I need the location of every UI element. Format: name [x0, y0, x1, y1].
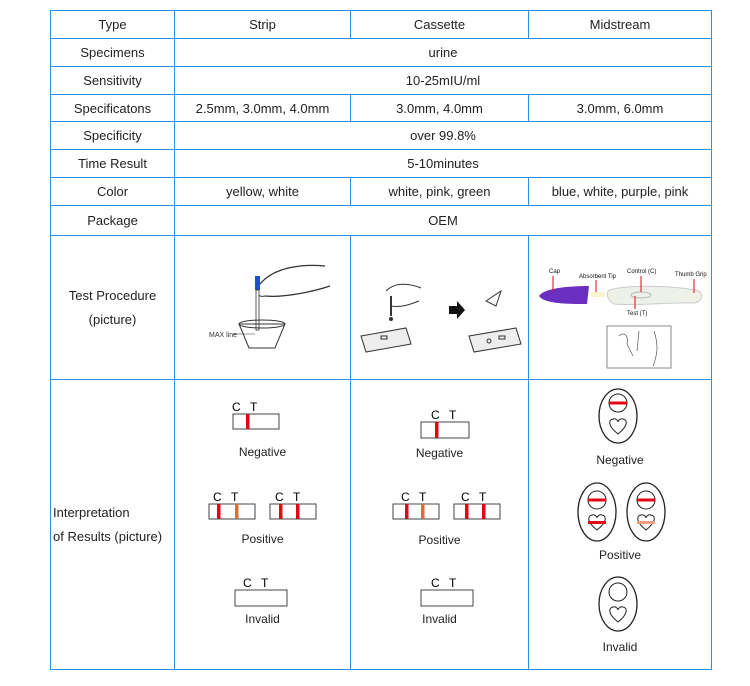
row-label: Specificatons [50, 94, 175, 122]
table-row-test-procedure: Test Procedure (picture) MAX line Cap Ab… [50, 235, 712, 380]
cell-midstream: blue, white, purple, pink [528, 177, 712, 206]
midstream-result-diagrams [577, 387, 666, 632]
negative-label: Negative [238, 444, 287, 459]
row-label: Time Result [50, 149, 175, 178]
invalid-label: Invalid [602, 639, 638, 654]
row-label: Package [50, 205, 175, 236]
header-midstream: Midstream [528, 10, 712, 39]
max-line-label: MAX line [209, 332, 237, 339]
midstream-device-illustration: Cap Absorbent Tip Control (C) Thumb Grip… [539, 269, 707, 369]
row-label: Test Procedure (picture) [50, 235, 175, 380]
table-row: Specificity over 99.8% [50, 121, 712, 150]
test-label: Test (T) [627, 311, 647, 317]
svg-text:T: T [449, 408, 457, 422]
cell-strip: 2.5mm, 3.0mm, 4.0mm [174, 94, 351, 122]
cell-midstream: 3.0mm, 6.0mm [528, 94, 712, 122]
control-label: Control (C) [627, 269, 656, 275]
negative-label: Negative [596, 452, 644, 467]
strip-dipping-illustration: MAX line [209, 264, 331, 349]
header-cassette: Cassette [350, 10, 529, 39]
midstream-invalid [598, 575, 638, 632]
svg-text:C: C [431, 408, 440, 422]
svg-text:C: C [431, 576, 440, 590]
svg-text:C: C [401, 490, 410, 504]
row-label: Sensitivity [50, 66, 175, 95]
svg-text:T: T [250, 400, 258, 414]
svg-text:C: C [232, 400, 241, 414]
svg-text:C: C [213, 490, 222, 504]
cell-strip: yellow, white [174, 177, 351, 206]
table-row: Specimens urine [50, 38, 712, 67]
header-type: Type [50, 10, 175, 39]
row-value: over 99.8% [174, 121, 712, 150]
row-value: urine [174, 38, 712, 67]
cap-label: Cap [549, 269, 561, 275]
midstream-positive-faint [626, 481, 666, 542]
row-label: Specimens [50, 38, 175, 67]
row-label: Specificity [50, 121, 175, 150]
table-row: Package OEM [50, 205, 712, 236]
midstream-positive-strong [577, 481, 617, 542]
svg-text:T: T [479, 490, 487, 504]
comparison-table: Type Strip Cassette Midstream Specimens … [50, 10, 712, 670]
svg-text:T: T [449, 576, 457, 590]
midstream-interpretation: Negative Positive Invalid [528, 379, 712, 670]
positive-label: Positive [598, 547, 642, 562]
label-line: Test Procedure [68, 287, 157, 303]
positive-label: Positive [241, 531, 284, 546]
row-label: Interpretation of Results (picture) [50, 379, 175, 670]
positive-label: Positive [418, 532, 461, 547]
label-line: of Results (picture) [53, 528, 163, 544]
svg-text:T: T [231, 490, 239, 504]
svg-text:C: C [243, 576, 252, 590]
header-strip: Strip [174, 10, 351, 39]
thumb-grip-label: Thumb Grip [675, 272, 707, 278]
row-value: 5-10minutes [174, 149, 712, 178]
strip-procedure-picture: MAX line [174, 235, 351, 380]
invalid-label: Invalid [245, 611, 280, 626]
table-row: Sensitivity 10-25mIU/ml [50, 66, 712, 95]
table-row: Time Result 5-10minutes [50, 149, 712, 178]
label-line: Interpretation [53, 504, 130, 520]
svg-text:C: C [461, 490, 470, 504]
cell-cassette: white, pink, green [350, 177, 529, 206]
table-row: Color yellow, white white, pink, green b… [50, 177, 712, 206]
invalid-label: Invalid [422, 611, 457, 626]
svg-text:C: C [275, 490, 284, 504]
cell-cassette: 3.0mm, 4.0mm [350, 94, 529, 122]
midstream-procedure-picture: Cap Absorbent Tip Control (C) Thumb Grip… [528, 235, 712, 380]
table-row: Specificatons 2.5mm, 3.0mm, 4.0mm 3.0mm,… [50, 94, 712, 122]
header-row: Type Strip Cassette Midstream [50, 10, 712, 39]
label-line: (picture) [88, 311, 137, 327]
svg-text:T: T [419, 490, 427, 504]
cassette-procedure-picture [350, 235, 529, 380]
row-value: 10-25mIU/ml [174, 66, 712, 95]
svg-text:T: T [261, 576, 269, 590]
svg-text:T: T [293, 490, 301, 504]
negative-label: Negative [415, 445, 464, 460]
midstream-negative [598, 387, 638, 444]
row-value: OEM [174, 205, 712, 236]
row-label: Color [50, 177, 175, 206]
absorbent-tip-label: Absorbent Tip [579, 274, 617, 280]
cassette-dropping-illustration [360, 283, 522, 353]
